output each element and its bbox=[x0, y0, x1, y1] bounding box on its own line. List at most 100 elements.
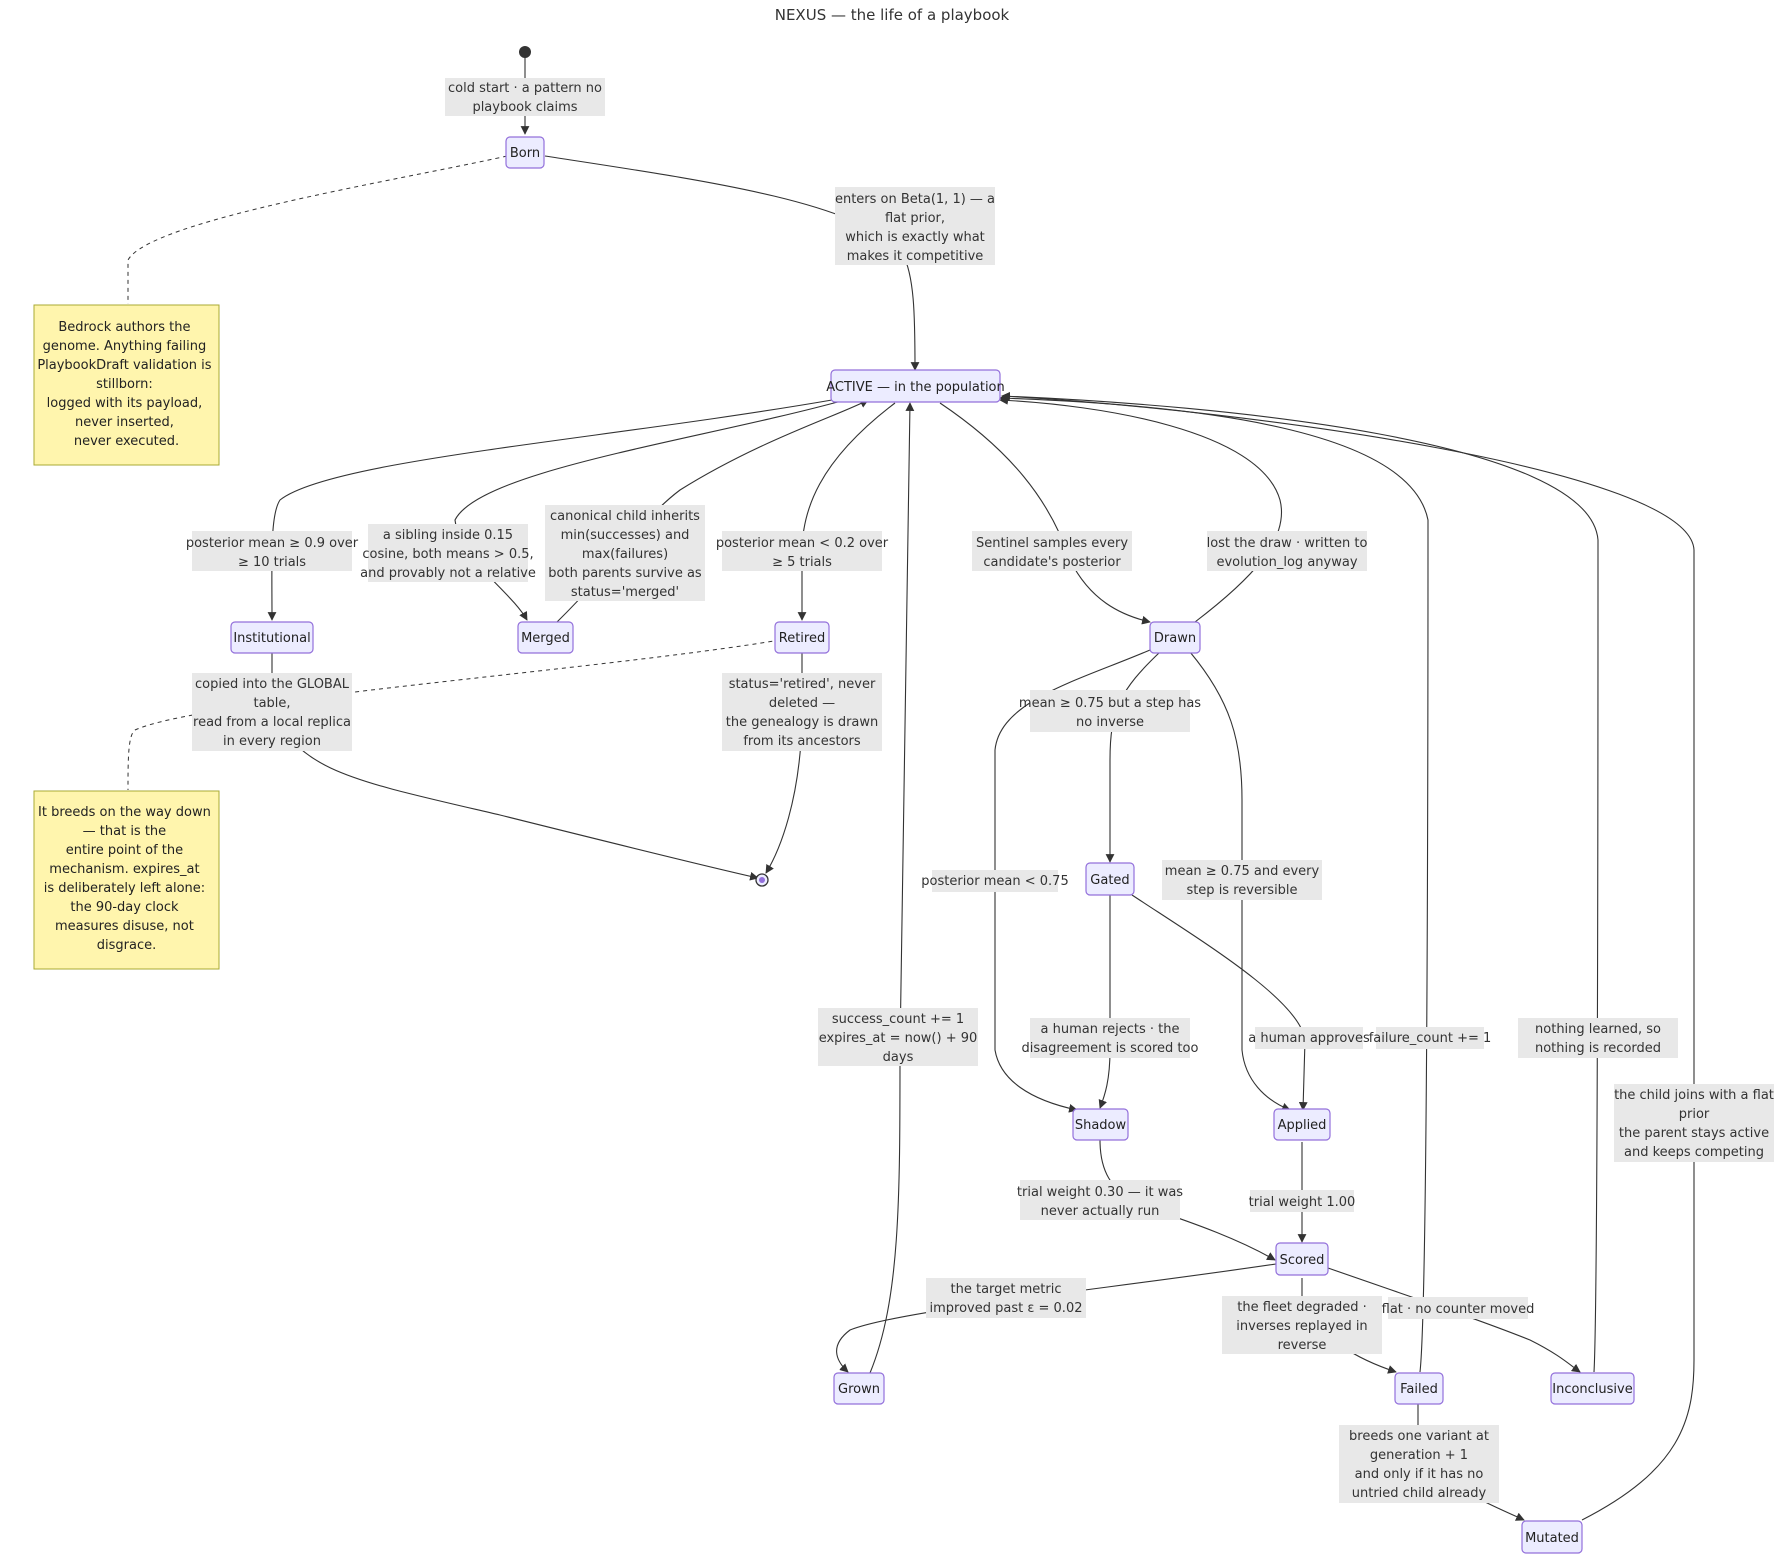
state-institutional[interactable]: Institutional bbox=[230, 621, 314, 654]
svg-text:a human approves: a human approves bbox=[1248, 1031, 1370, 1046]
svg-text:flat · no counter moved: flat · no counter moved bbox=[1382, 1302, 1535, 1317]
state-retired[interactable]: Retired bbox=[774, 621, 830, 654]
note-link-bedrock bbox=[127, 155, 508, 304]
state-inconclusive[interactable]: Inconclusive bbox=[1550, 1372, 1635, 1405]
svg-text:Shadow: Shadow bbox=[1075, 1118, 1127, 1133]
diagram-title: NEXUS — the life of a playbook bbox=[775, 6, 1010, 24]
end-point bbox=[755, 873, 769, 887]
state-scored[interactable]: Scored bbox=[1275, 1242, 1329, 1276]
state-gated[interactable]: Gated bbox=[1085, 862, 1135, 896]
svg-text:Inconclusive: Inconclusive bbox=[1552, 1382, 1633, 1397]
state-grown[interactable]: Grown bbox=[833, 1372, 885, 1405]
svg-text:Failed: Failed bbox=[1400, 1382, 1438, 1397]
svg-text:posterior mean < 0.75: posterior mean < 0.75 bbox=[921, 874, 1068, 889]
svg-text:Retired: Retired bbox=[779, 631, 825, 646]
edge-gated-applied bbox=[1131, 894, 1308, 1111]
note-breeds-line-2: — that is the bbox=[83, 824, 167, 839]
note-bedrock-line-2: genome. Anything failing bbox=[43, 339, 207, 354]
note-bedrock-line-7: never executed. bbox=[74, 434, 179, 449]
edge-drawn-active bbox=[999, 396, 1282, 623]
edge-drawn-shadow bbox=[994, 649, 1151, 1113]
svg-text:Gated: Gated bbox=[1090, 873, 1129, 888]
note-breeds-line-8: disgrace. bbox=[97, 938, 156, 953]
edge-active-drawn bbox=[939, 402, 1151, 625]
edge-scored-inconclusive bbox=[1327, 1267, 1581, 1373]
note-bedrock-line-5: logged with its payload, bbox=[47, 396, 203, 411]
label-fleet-degraded: the fleet degraded ·inverses replayed in… bbox=[1222, 1296, 1382, 1354]
edge-scored-grown bbox=[836, 1263, 1277, 1373]
state-applied[interactable]: Applied bbox=[1273, 1108, 1331, 1141]
svg-text:Grown: Grown bbox=[838, 1382, 880, 1397]
edge-mutated-active bbox=[1001, 392, 1695, 1521]
start-point bbox=[519, 46, 531, 58]
state-failed[interactable]: Failed bbox=[1394, 1372, 1444, 1405]
edge-drawn-applied bbox=[1189, 651, 1291, 1112]
edge-drawn-gated bbox=[1105, 651, 1161, 863]
edge-active-retired bbox=[797, 402, 896, 621]
svg-text:the fleet degraded ·inverses r: the fleet degraded ·inverses replayed in… bbox=[1236, 1300, 1367, 1353]
edge-failed-active bbox=[999, 393, 1429, 1373]
svg-text:Merged: Merged bbox=[521, 631, 570, 646]
label-flat: flat · no counter moved bbox=[1382, 1297, 1535, 1319]
svg-text:failure_count += 1: failure_count += 1 bbox=[1369, 1031, 1492, 1046]
svg-text:posterior mean < 0.2 over≥ 5 t: posterior mean < 0.2 over≥ 5 trials bbox=[716, 536, 889, 570]
label-posterior-high: posterior mean ≥ 0.9 over≥ 10 trials bbox=[186, 531, 359, 571]
state-drawn[interactable]: Drawn bbox=[1149, 621, 1201, 654]
note-bedrock: Bedrock authors the genome. Anything fai… bbox=[33, 304, 220, 466]
note-breeds-line-7: measures disuse, not bbox=[55, 919, 194, 934]
label-posterior-low: posterior mean < 0.2 over≥ 5 trials bbox=[716, 531, 889, 571]
svg-text:Born: Born bbox=[510, 146, 540, 161]
label-failure-count: failure_count += 1 bbox=[1369, 1027, 1492, 1049]
note-breeds-line-3: entire point of the bbox=[66, 843, 183, 858]
state-active[interactable]: ACTIVE — in the population bbox=[826, 369, 1005, 403]
edge-grown-active bbox=[869, 402, 915, 1374]
svg-text:ACTIVE — in the population: ACTIVE — in the population bbox=[826, 380, 1005, 395]
note-bedrock-line-6: never inserted, bbox=[75, 415, 174, 430]
note-breeds-down: It breeds on the way down — that is the … bbox=[33, 790, 220, 970]
note-bedrock-line-1: Bedrock authors the bbox=[58, 320, 190, 335]
label-human-approves: a human approves bbox=[1248, 1027, 1370, 1049]
svg-text:It breeds on the way down: It breeds on the way down — that is the … bbox=[38, 805, 215, 953]
state-merged[interactable]: Merged bbox=[517, 621, 574, 654]
svg-text:Bedrock authors the geno: Bedrock authors the genome. Anything fai… bbox=[37, 320, 215, 449]
state-mutated[interactable]: Mutated bbox=[1521, 1520, 1583, 1554]
note-bedrock-line-4: stillborn: bbox=[96, 377, 153, 392]
note-breeds-line-4: mechanism. expires_at bbox=[49, 862, 199, 877]
state-born[interactable]: Born bbox=[505, 136, 545, 169]
svg-text:Scored: Scored bbox=[1280, 1253, 1325, 1268]
note-bedrock-line-3: PlaybookDraft validation is bbox=[37, 358, 211, 373]
state-shadow[interactable]: Shadow bbox=[1072, 1108, 1129, 1141]
